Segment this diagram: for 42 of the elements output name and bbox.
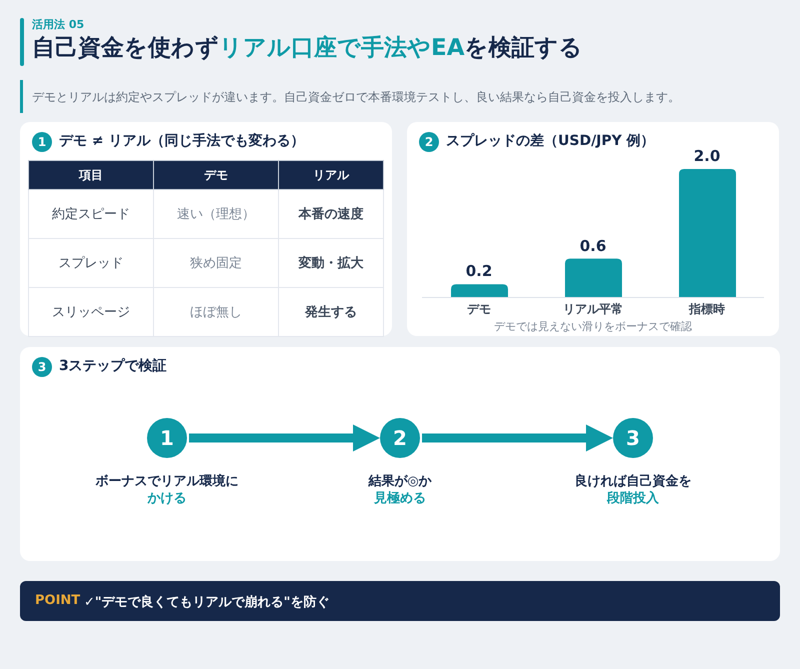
header-cell: リアル (278, 160, 384, 190)
arrow (189, 424, 380, 452)
panel-card (20, 122, 392, 336)
table-cell: 狭め固定 (154, 238, 279, 288)
category-label: リアル平常 (562, 301, 624, 318)
panel-heading: スプレッドの差（USD/JPY 例） (446, 132, 655, 150)
step-circle: 2 (380, 418, 420, 458)
table-cell: 変動・拡大 (278, 238, 384, 288)
table-cell: 本番の速度 (278, 190, 384, 238)
number-badge: 1 (32, 132, 52, 152)
panel-card (20, 347, 780, 561)
chart-note: デモでは見えない滑りをボーナスで確認 (493, 319, 693, 334)
header-cell: 項目 (28, 160, 154, 190)
arrow (422, 424, 613, 452)
title: 自己資金を使わずリアル口座で手法やEAを検証する (32, 34, 583, 63)
table-cell: スプレッド (28, 238, 154, 288)
panel-heading: デモ ≠ リアル（同じ手法でも変わる） (59, 132, 304, 150)
value-label: 0.2 (464, 262, 494, 280)
header-cell: デモ (154, 160, 279, 190)
point-banner (20, 581, 780, 621)
value-label: 2.0 (692, 147, 722, 165)
number-badge: 3 (32, 357, 52, 377)
panel-heading: 3ステップで検証 (59, 357, 167, 375)
step-circle: 3 (613, 418, 653, 458)
panel-card (407, 122, 779, 336)
step-caption: 良ければ自己資金を段階投入 (574, 473, 692, 507)
table-cell: スリッページ (28, 288, 154, 336)
table-cell: 発生する (278, 288, 384, 336)
category-label: デモ (466, 301, 492, 318)
table-cell: 約定スピード (28, 190, 154, 238)
point-label: POINT (35, 593, 80, 608)
step-caption: ボーナスでリアル環境にかける (94, 473, 240, 507)
step-circle: 1 (147, 418, 187, 458)
value-label: 0.6 (578, 236, 608, 255)
number-badge: 2 (419, 132, 439, 152)
table-cell: ほぼ無し (154, 288, 279, 336)
category-label: 指標時 (688, 301, 726, 318)
point-text: ✓"デモで良くてもリアルで崩れる"を防ぐ (84, 594, 330, 611)
table-cell: 速い（理想） (154, 190, 279, 238)
step-caption: 結果が◎か見極める (367, 473, 433, 507)
eyebrow-label: 活用法 05 (32, 17, 84, 32)
subtitle: デモとリアルは約定やスプレッドが違います。自己資金ゼロで本番環境テストし、良い結果なら自己資金を投入します。 (32, 89, 680, 106)
